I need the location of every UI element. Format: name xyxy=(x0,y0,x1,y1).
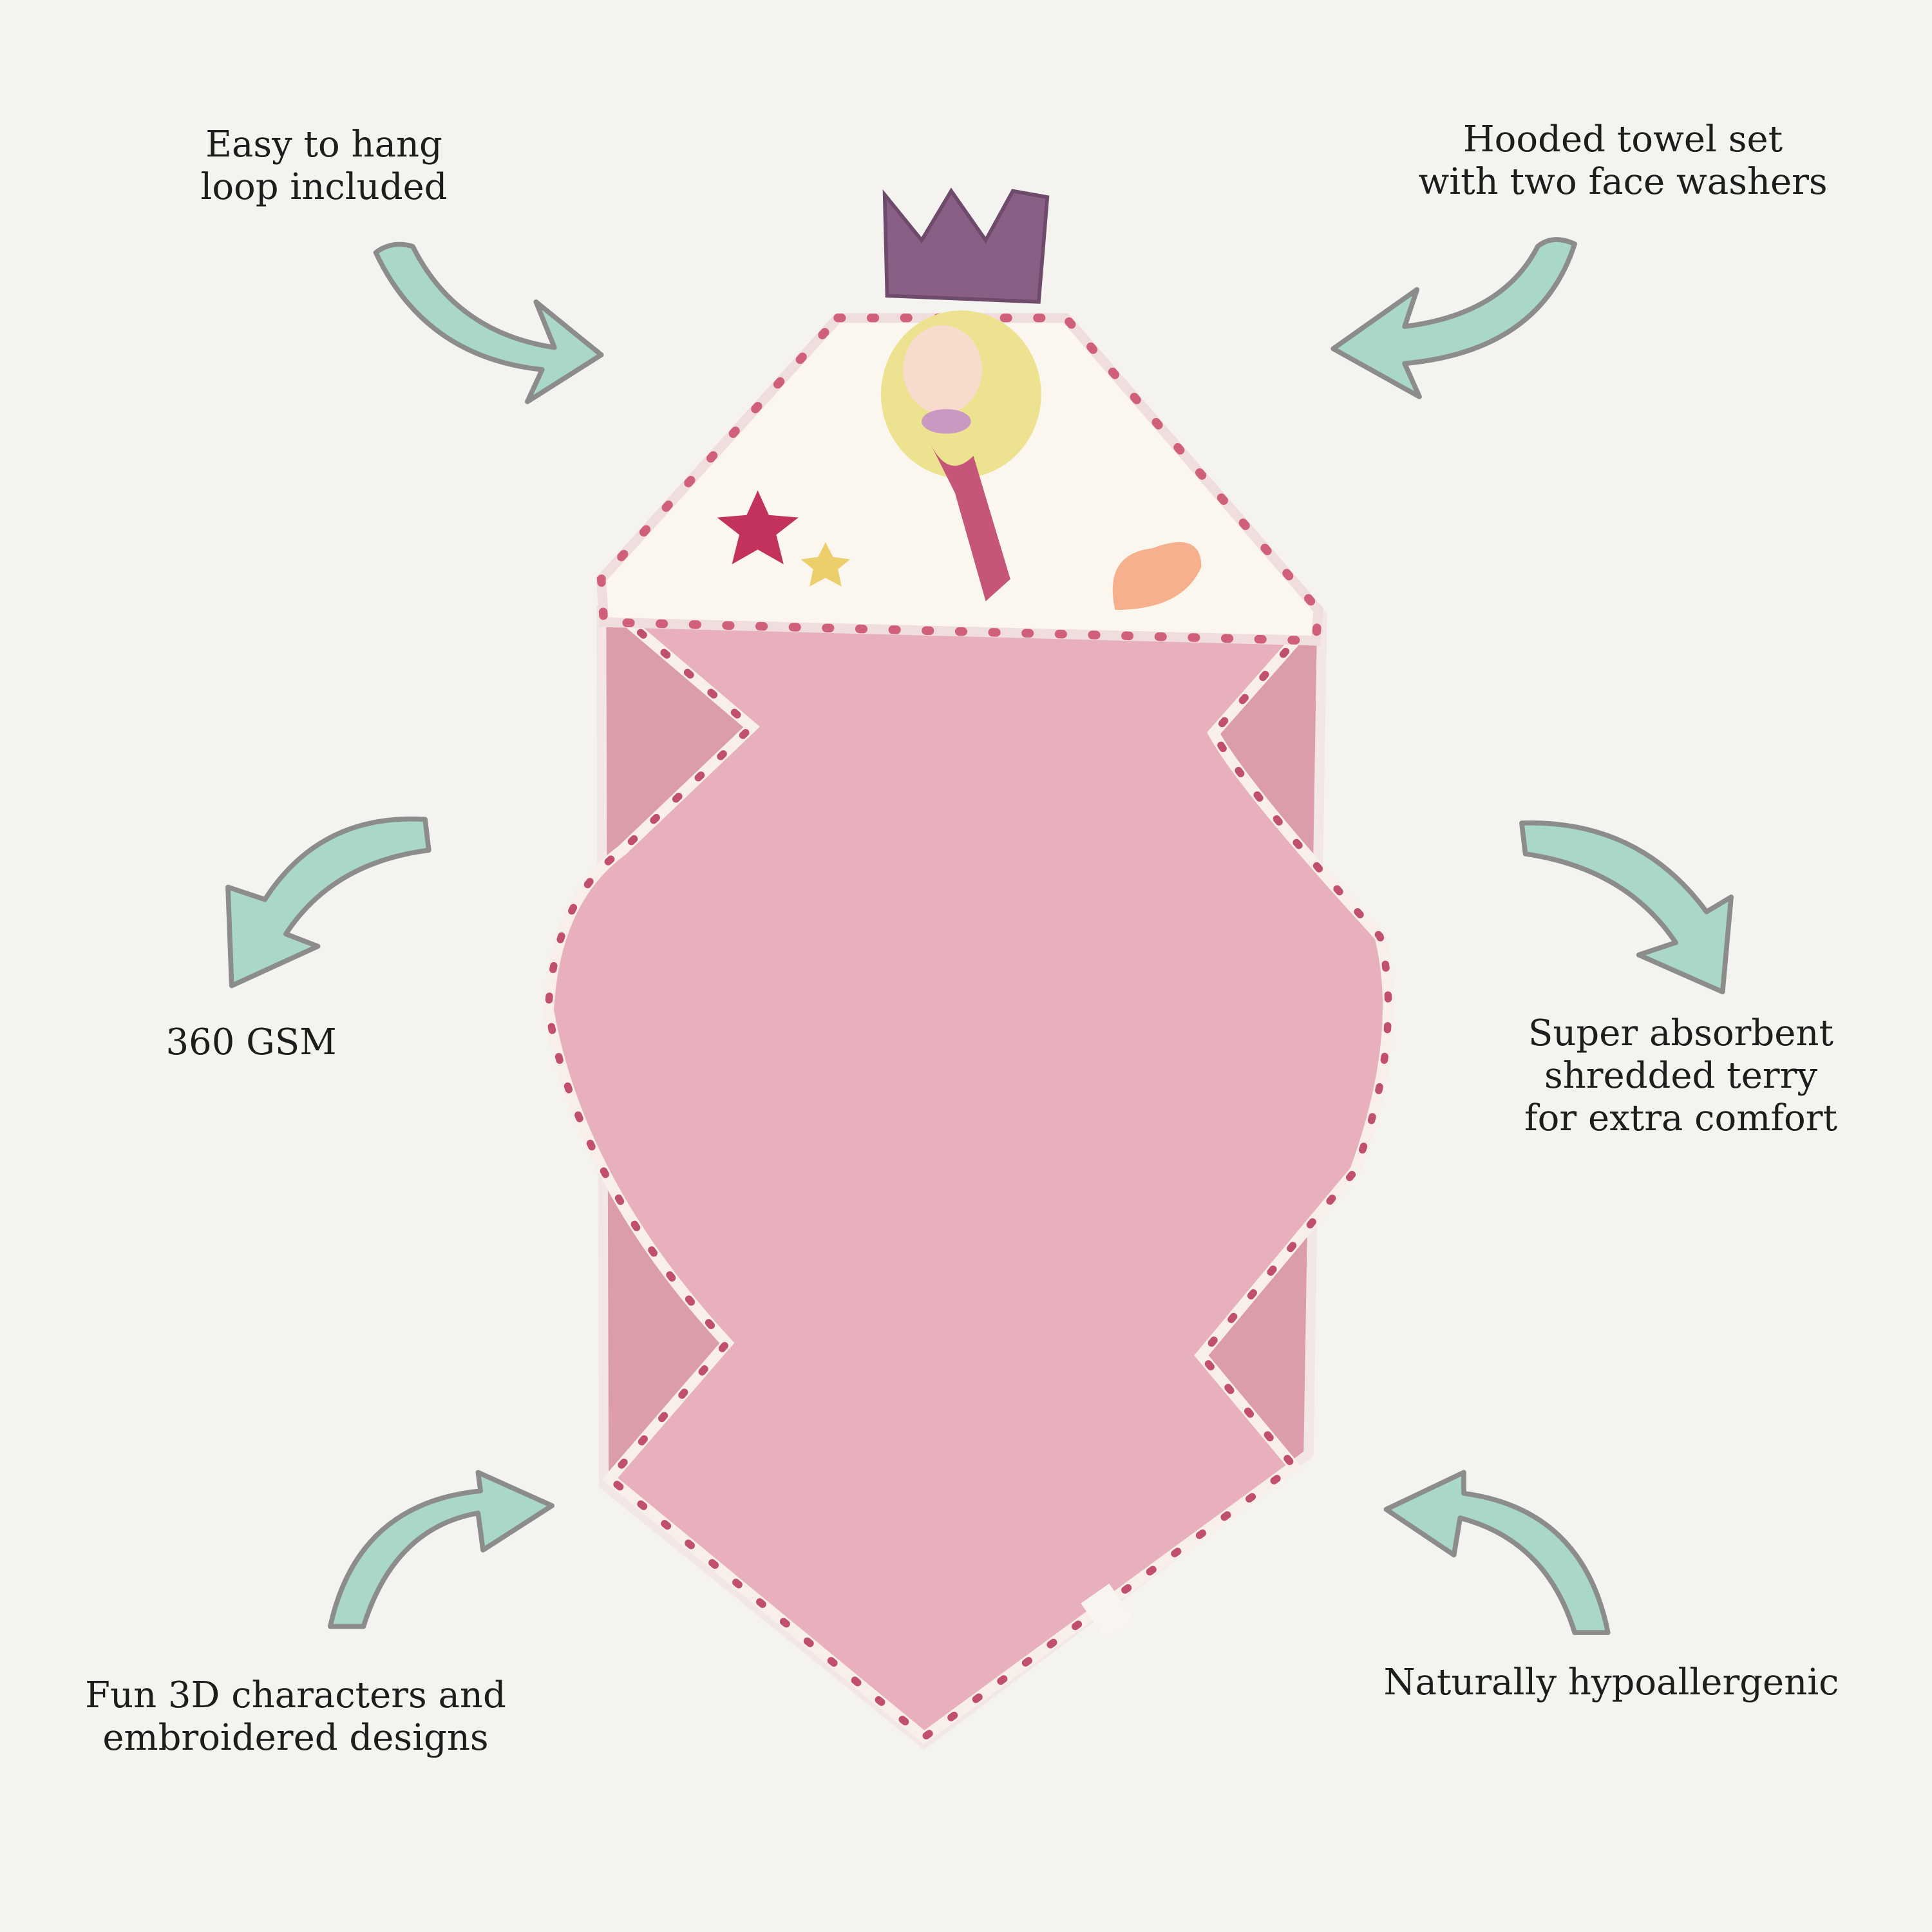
feature-line: Super absorbent xyxy=(1528,1012,1833,1054)
care-label xyxy=(1081,1583,1135,1640)
arrow-set xyxy=(1331,237,1577,399)
feature-line: Naturally hypoallergenic xyxy=(1383,1662,1839,1703)
feature-line: with two face washers xyxy=(1418,161,1828,203)
crown-appliqué xyxy=(882,187,1050,304)
feature-gsm: 360 GSM xyxy=(161,1021,341,1064)
feature-hang-loop: Easy to hang loop included xyxy=(195,124,453,209)
mermaid-appliqué xyxy=(880,310,1041,601)
feature-line: Easy to hang xyxy=(205,124,442,166)
arrow-hypoallergenic xyxy=(1383,1470,1611,1635)
feature-line: for extra comfort xyxy=(1524,1097,1838,1139)
feature-set: Hooded towel set with two face washers xyxy=(1397,118,1848,204)
feature-line: shredded terry xyxy=(1544,1055,1818,1097)
hooded-towel xyxy=(542,187,1394,1750)
arrow-absorbent xyxy=(1519,820,1734,995)
feature-characters: Fun 3D characters and embroidered design… xyxy=(70,1674,521,1759)
feature-line: Hooded towel set xyxy=(1463,118,1783,160)
feature-line: embroidered designs xyxy=(102,1717,489,1759)
starfish-appliqué xyxy=(717,490,799,565)
feature-absorbent: Super absorbent shredded terry for extra… xyxy=(1488,1012,1874,1140)
arrow-hang-loop xyxy=(373,242,604,404)
small-star-appliqué xyxy=(800,542,851,587)
feature-hypoallergenic: Naturally hypoallergenic xyxy=(1354,1662,1869,1704)
feature-line: loop included xyxy=(200,166,448,208)
seashell-appliqué xyxy=(1112,542,1202,611)
arrow-gsm xyxy=(225,816,431,989)
feature-line: 360 GSM xyxy=(166,1021,337,1063)
feature-line: Fun 3D characters and xyxy=(85,1674,506,1716)
arrow-characters xyxy=(327,1470,554,1629)
